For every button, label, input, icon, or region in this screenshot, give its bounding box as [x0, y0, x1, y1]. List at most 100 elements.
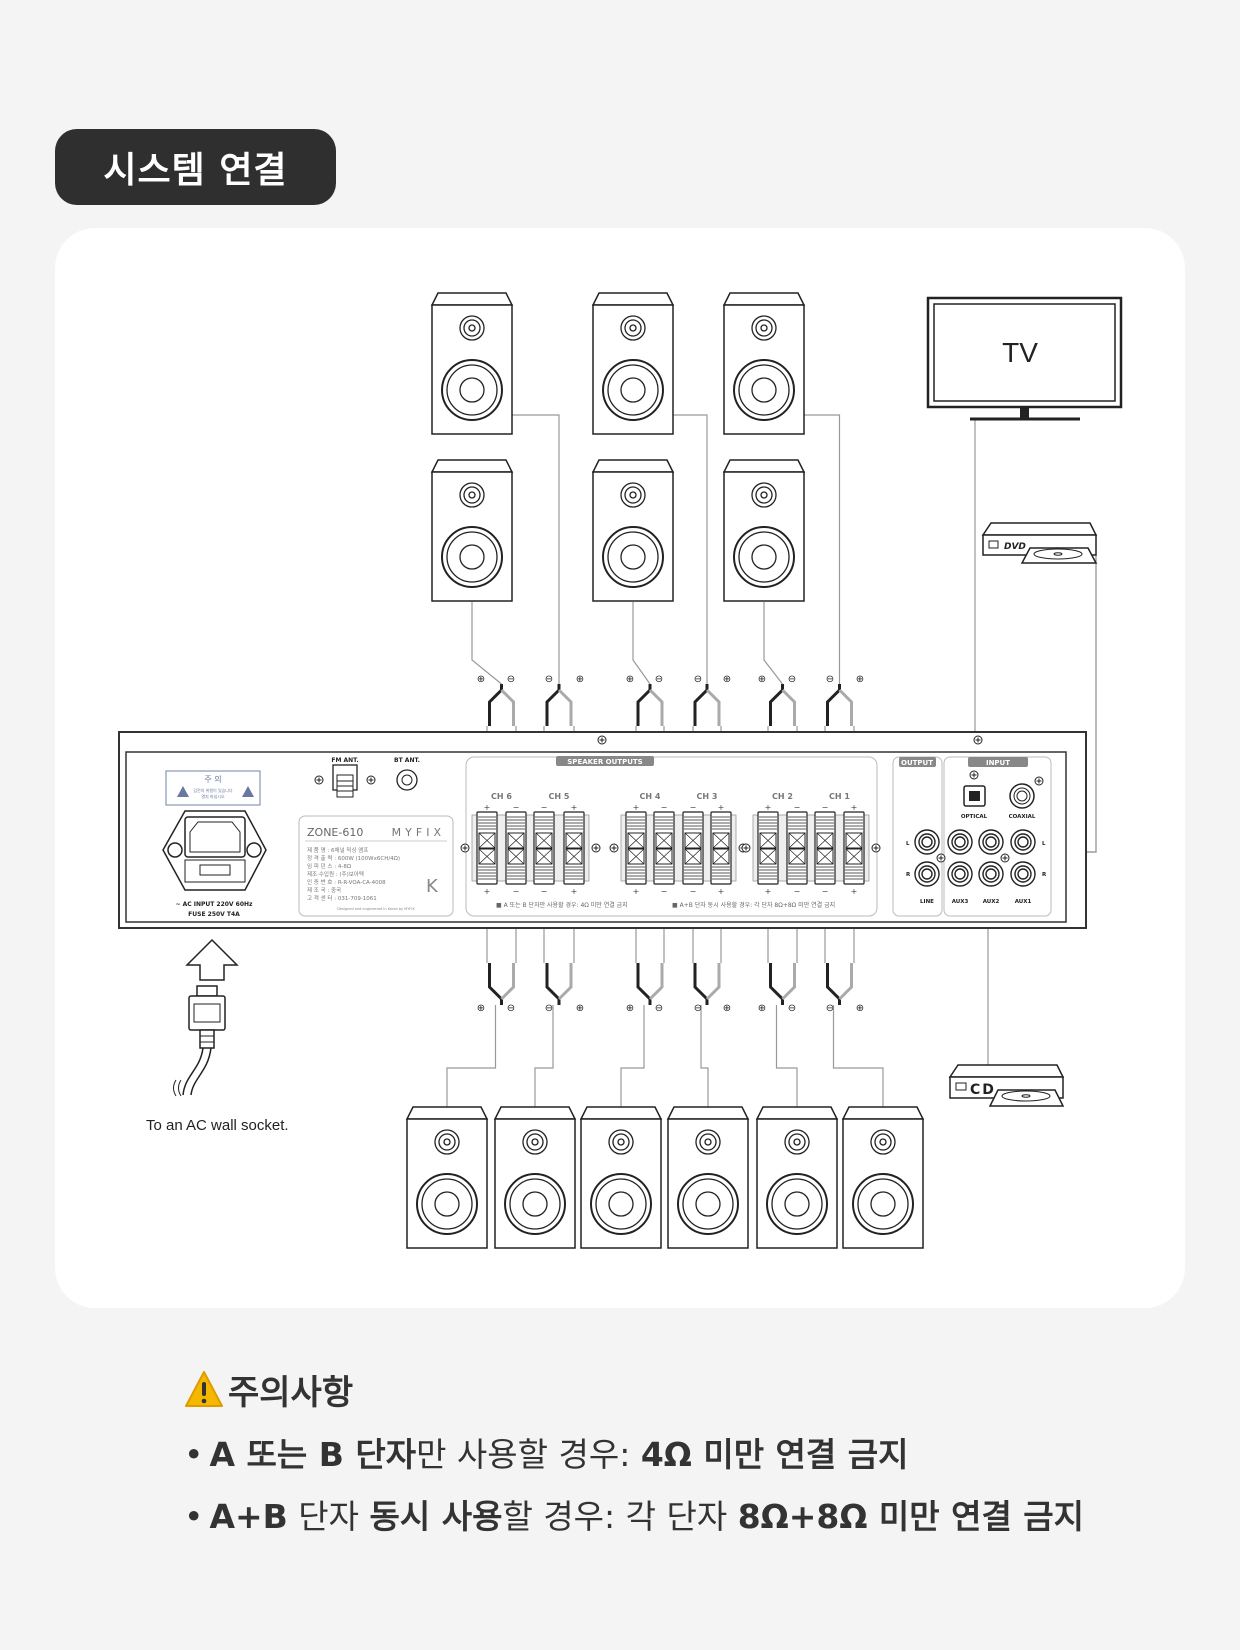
svg-text:−: −	[690, 887, 697, 896]
bt-antenna-connector[interactable]	[396, 769, 418, 791]
svg-text:⊖: ⊖	[545, 674, 553, 685]
rca-jack[interactable]	[947, 829, 973, 855]
svg-text:−: −	[822, 887, 829, 896]
coaxial-input[interactable]	[1009, 783, 1035, 809]
brand-logo: MYFIX	[392, 826, 445, 839]
fm-antenna-terminal[interactable]	[332, 764, 358, 798]
svg-text:⊕: ⊕	[723, 674, 731, 685]
bullet-segment: 8Ω+8Ω 미만 연결 금지	[737, 1497, 1085, 1536]
spec-line: 제 조 국 : 중국	[307, 886, 341, 894]
speaker-terminal[interactable]: −−	[786, 803, 808, 896]
caution-bullets: •A 또는 B 단자만 사용할 경우: 4Ω 미만 연결 금지•A+B 단자 동…	[184, 1428, 1084, 1538]
cd-label: CD	[970, 1082, 996, 1098]
screw-icon	[366, 775, 376, 785]
warning-icon	[185, 1371, 223, 1407]
svg-text:+: +	[851, 803, 858, 812]
speaker-terminal[interactable]: ++	[476, 803, 498, 896]
speaker-cable-plug	[769, 963, 796, 1005]
rca-jack[interactable]	[947, 861, 973, 887]
speaker-cable-plug	[693, 684, 721, 726]
spec-line: 인 증 번 호 : R-R-VOA-CA-4008	[307, 878, 386, 886]
rca-jack[interactable]	[1010, 861, 1036, 887]
tv-label: TV	[1002, 337, 1038, 368]
rca-jack[interactable]	[1010, 829, 1036, 855]
section-title: 시스템 연결	[55, 129, 336, 205]
bullet-segment: A+B	[209, 1497, 288, 1536]
speaker-terminal[interactable]: −−	[653, 803, 675, 896]
svg-text:⊕: ⊕	[576, 674, 584, 685]
screw-icon	[973, 735, 983, 745]
aux3-label: AUX3	[952, 899, 969, 905]
line-label: LINE	[920, 899, 934, 905]
speaker-terminal[interactable]: ++	[710, 803, 732, 896]
svg-text:+: +	[484, 887, 491, 896]
svg-text:⊕: ⊕	[576, 1003, 584, 1014]
speaker-bottom-5	[755, 1106, 839, 1249]
bt-ant-label: BT ANT.	[394, 757, 420, 764]
speakers	[405, 292, 925, 1249]
screw-icon	[969, 770, 979, 780]
speaker-top-2	[591, 292, 675, 435]
rca-jack[interactable]	[978, 829, 1004, 855]
speaker-top-5	[591, 459, 675, 602]
speaker-cable-plug	[693, 963, 721, 1005]
svg-text:−: −	[513, 887, 520, 896]
screw-icon	[741, 843, 751, 853]
svg-text:⊖: ⊖	[694, 1003, 702, 1014]
channel-label: CH 3	[697, 792, 718, 801]
coaxial-label: COAXIAL	[1009, 814, 1036, 820]
svg-text:−: −	[794, 887, 801, 896]
bullet-segment: 단자	[287, 1497, 370, 1536]
rca-jacks	[914, 829, 1036, 887]
screw-icon	[609, 843, 619, 853]
bullet-segment: 할 경우: 각 단자	[502, 1497, 738, 1536]
socket-caption: To an AC wall socket.	[146, 1117, 289, 1134]
svg-text:−: −	[541, 803, 548, 812]
rca-jack[interactable]	[978, 861, 1004, 887]
svg-text:+: +	[851, 887, 858, 896]
svg-text:⊖: ⊖	[826, 1003, 834, 1014]
svg-text:+: +	[484, 803, 491, 812]
speaker-terminal[interactable]: −−	[533, 803, 555, 896]
note-a-or-b: ■ A 또는 B 단자만 사용할 경우: 4Ω 미만 연결 금지	[496, 901, 628, 909]
speaker-terminal[interactable]: ++	[625, 803, 647, 896]
caution-bullet: •A 또는 B 단자만 사용할 경우: 4Ω 미만 연결 금지	[184, 1428, 1084, 1476]
svg-text:+: +	[633, 803, 640, 812]
svg-text:⊕: ⊕	[856, 674, 864, 685]
speaker-terminal[interactable]: ++	[563, 803, 585, 896]
caution-label-text: 열지 마십시오	[201, 793, 225, 799]
speaker-terminal[interactable]: −−	[682, 803, 704, 896]
screw-icon	[1034, 776, 1044, 786]
rca-jack[interactable]	[914, 861, 940, 887]
speaker-terminal[interactable]: ++	[757, 803, 779, 896]
speaker-cable-plug	[488, 684, 515, 726]
svg-text:⊕: ⊕	[626, 1003, 634, 1014]
aux-l-label: L	[1042, 841, 1046, 847]
screw-icon	[936, 853, 946, 863]
screw-icon	[871, 843, 881, 853]
spec-line: 고 객 센 터 : 031-709-1061	[307, 894, 377, 902]
speaker-terminal[interactable]: ++	[843, 803, 865, 896]
speaker-bottom-1	[405, 1106, 489, 1249]
svg-text:⊕: ⊕	[758, 1003, 766, 1014]
speaker-cable-plug	[769, 684, 796, 726]
channel-label: CH 1	[829, 792, 850, 801]
speaker-terminal[interactable]: −−	[814, 803, 836, 896]
optical-input[interactable]	[963, 785, 986, 807]
svg-text:−: −	[661, 887, 668, 896]
speaker-terminal[interactable]: −−	[505, 803, 527, 896]
svg-text:−: −	[690, 803, 697, 812]
svg-text:+: +	[718, 887, 725, 896]
rca-jack[interactable]	[914, 829, 940, 855]
kc-mark: K	[426, 876, 439, 897]
spec-lines: 제 품 명 : 6채널 믹싱 앰프정 격 출 력 : 600W (100Wx6C…	[307, 846, 400, 902]
speaker-cable-plug	[545, 684, 573, 726]
ac-power-plug	[173, 938, 239, 1097]
bullet-segment: 4Ω 미만 연결 금지	[640, 1435, 909, 1474]
speaker-cable-plug	[488, 963, 515, 1005]
svg-text:⊕: ⊕	[856, 1003, 864, 1014]
aux2-label: AUX2	[983, 899, 1000, 905]
caution-label-text: 감전의 위험이 있습니다	[193, 787, 233, 793]
caution-heading-text: 주의사항	[228, 1372, 354, 1413]
